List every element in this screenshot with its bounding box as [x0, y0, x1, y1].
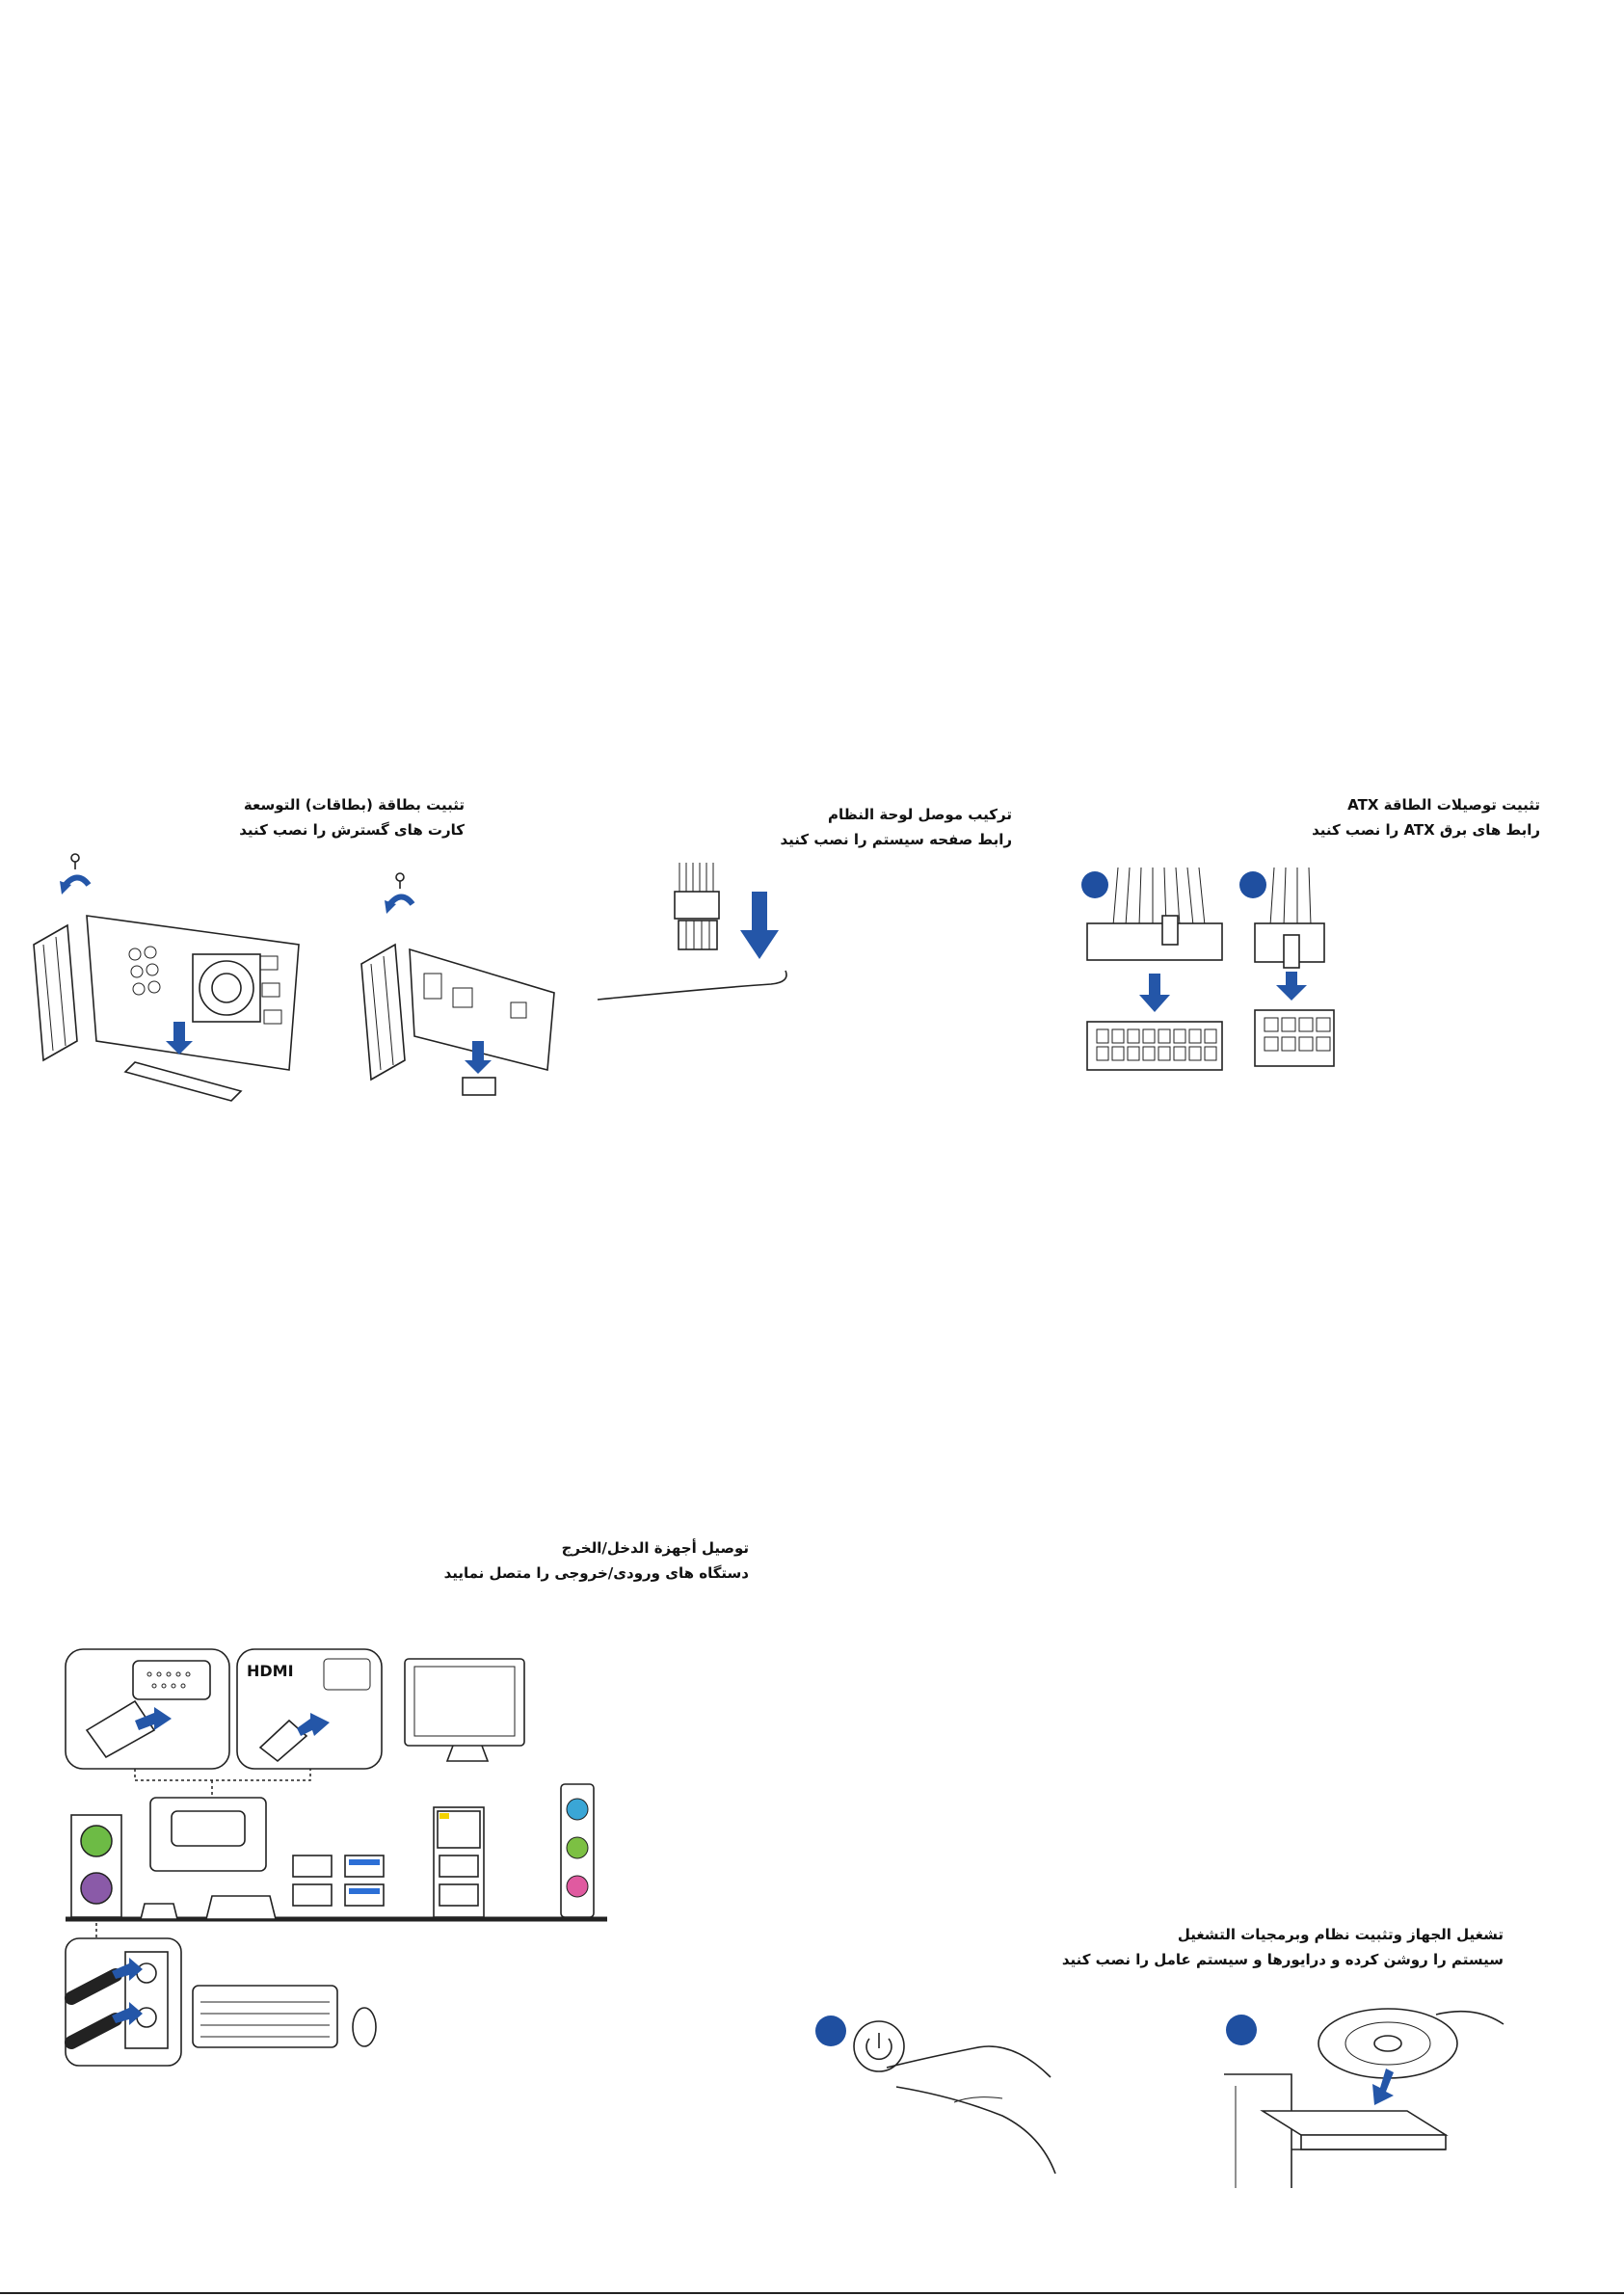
audio-mic-jack[interactable] [566, 1875, 589, 1898]
step-badge [1226, 2015, 1257, 2045]
system-panel-title-ar: تركيب موصل لوحة النظام [827, 806, 1012, 823]
step-badge [1081, 871, 1108, 898]
expansion-card-title-ar: تثبيت بطاقة (بطاقات) التوسعة [243, 796, 465, 814]
optical-drive-illustration [1224, 2008, 1504, 2188]
hdmi-logo: HDMI [247, 1662, 294, 1680]
expansion-card-illustration-small [360, 872, 555, 1096]
screw-icon [70, 853, 80, 869]
optical-disc-icon [1318, 2008, 1458, 2079]
power-on-title-fa: سیستم را روشن کرده و درایورها و سیستم عا… [1061, 1951, 1504, 1968]
audio-line-in-jack[interactable] [566, 1798, 589, 1821]
expansion-card-title-fa: کارت های گسترش را نصب کنید [239, 821, 465, 839]
vga-port[interactable] [149, 1797, 267, 1872]
expansion-card-illustration-large [33, 853, 300, 1102]
power-button-illustration [815, 2016, 1056, 2175]
down-arrow-icon [1276, 972, 1307, 1001]
ps2-keyboard-port[interactable] [80, 1872, 113, 1905]
usb-port[interactable] [439, 1855, 479, 1878]
down-arrow-icon [465, 1041, 492, 1074]
power-on-title-ar: تشغيل الجهاز وتثبيت نظام وبرمجيات التشغي… [1177, 1926, 1504, 1943]
atx-power-illustration [1081, 867, 1335, 1071]
step-badge [815, 2016, 846, 2046]
step-badge [1239, 871, 1266, 898]
expansion-card-heading: تثبيت بطاقة (بطاقات) التوسعة کارت های گس… [239, 792, 465, 842]
system-panel-illustration [597, 863, 787, 1001]
down-arrow-icon [1139, 974, 1170, 1012]
system-panel-heading: تركيب موصل لوحة النظام رابط صفحه سیستم ر… [780, 802, 1012, 852]
ps2-mouse-port[interactable] [80, 1825, 113, 1857]
usb-port[interactable] [292, 1883, 333, 1907]
down-arrow-icon [1372, 2069, 1394, 2105]
atx-power-heading: تثبيت توصيلات الطاقة ATX رابط های برق AT… [1312, 792, 1540, 842]
down-arrow-icon [740, 892, 779, 959]
usb-port[interactable] [439, 1883, 479, 1907]
lan-port[interactable] [437, 1810, 481, 1849]
io-devices-title-ar: توصيل أجهزة الدخل/الخرج [561, 1539, 749, 1557]
usb-port[interactable] [292, 1855, 333, 1878]
mouse-icon [352, 2007, 377, 2047]
power-on-heading: تشغيل الجهاز وتثبيت نظام وبرمجيات التشغي… [1062, 1922, 1504, 1972]
monitor-icon [404, 1658, 525, 1762]
io-devices-illustration: HDMI [65, 1648, 607, 2067]
page-bottom-rule [0, 2292, 1624, 2294]
system-panel-title-fa: رابط صفحه سیستم را نصب کنید [780, 831, 1012, 848]
hdmi-port[interactable] [204, 1895, 278, 1920]
vga-callout [65, 1648, 230, 1770]
ps2-callout [65, 1937, 182, 2067]
power-button-icon[interactable] [853, 2020, 905, 2072]
usb3-port[interactable] [344, 1855, 385, 1878]
atx-power-title-ar: تثبيت توصيلات الطاقة ATX [1347, 796, 1540, 814]
down-arrow-icon [166, 1022, 193, 1055]
screw-icon [395, 872, 405, 889]
audio-line-out-jack[interactable] [566, 1836, 589, 1859]
io-devices-title-fa: دستگاه های ورودی/خروجی را متصل نمایید [443, 1564, 749, 1582]
atx-power-title-fa: رابط های برق ATX را نصب کنید [1312, 821, 1540, 839]
keyboard-icon [192, 1985, 338, 2048]
io-devices-heading: توصيل أجهزة الدخل/الخرج دستگاه های ورودی… [444, 1535, 749, 1586]
usb3-port[interactable] [344, 1883, 385, 1907]
